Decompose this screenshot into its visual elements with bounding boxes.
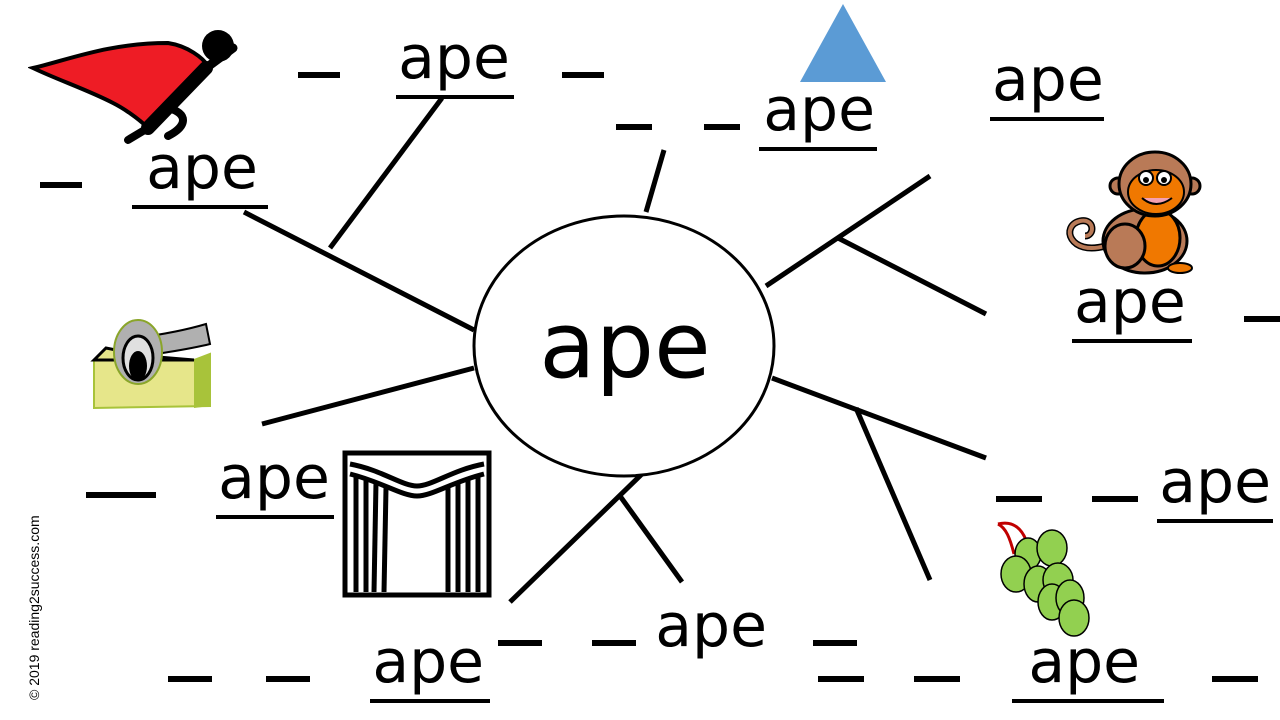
branch-lower-right bbox=[853, 407, 933, 581]
spoke-left bbox=[261, 365, 475, 427]
word-top-left: ape bbox=[298, 23, 605, 99]
blank[interactable] bbox=[813, 640, 858, 646]
word-right-middle: ape bbox=[996, 447, 1274, 523]
blank[interactable] bbox=[266, 676, 311, 682]
tape-dispenser-icon bbox=[90, 319, 212, 410]
blank[interactable] bbox=[1243, 316, 1280, 322]
spoke-lower-right bbox=[771, 375, 987, 461]
word-cape: ape bbox=[40, 133, 268, 209]
blank[interactable] bbox=[40, 182, 82, 188]
word-tape: ape bbox=[86, 443, 334, 519]
monkey-icon bbox=[1066, 150, 1202, 275]
spoke-upper-left bbox=[242, 209, 476, 333]
blank[interactable] bbox=[914, 676, 961, 682]
blank[interactable] bbox=[1092, 496, 1139, 502]
blank[interactable] bbox=[818, 676, 864, 682]
copyright-text: © 2019 reading2success.com bbox=[26, 515, 42, 700]
grapes-icon bbox=[997, 521, 1090, 637]
blank[interactable] bbox=[704, 124, 741, 130]
blank[interactable] bbox=[86, 492, 156, 498]
spoke-upper-right bbox=[764, 173, 932, 289]
spoke-bottom bbox=[508, 470, 646, 604]
blank[interactable] bbox=[298, 72, 340, 78]
branch-upper-left bbox=[327, 96, 445, 250]
word-shape: ape bbox=[616, 75, 878, 151]
blank[interactable] bbox=[616, 124, 652, 130]
blank[interactable] bbox=[996, 496, 1042, 502]
blank[interactable] bbox=[1212, 676, 1259, 682]
triangle-icon bbox=[800, 4, 886, 82]
center-word: ape bbox=[539, 292, 711, 399]
blank[interactable] bbox=[168, 676, 212, 682]
blank[interactable] bbox=[562, 72, 605, 78]
blank[interactable] bbox=[592, 640, 637, 646]
center-circle bbox=[472, 214, 776, 478]
branch-upper-right bbox=[836, 235, 988, 317]
branch-bottom bbox=[617, 494, 685, 584]
curtains-icon bbox=[342, 450, 492, 598]
word-ape: ape bbox=[990, 45, 1104, 121]
word-grapes: ape bbox=[818, 627, 1259, 703]
word-apes: ape bbox=[1072, 267, 1280, 343]
word-bottom-center: ape bbox=[498, 596, 858, 656]
word-drape: ape bbox=[168, 627, 491, 703]
spoke-top bbox=[643, 149, 667, 213]
blank[interactable] bbox=[498, 640, 542, 646]
superhero-cape-icon bbox=[28, 30, 238, 144]
